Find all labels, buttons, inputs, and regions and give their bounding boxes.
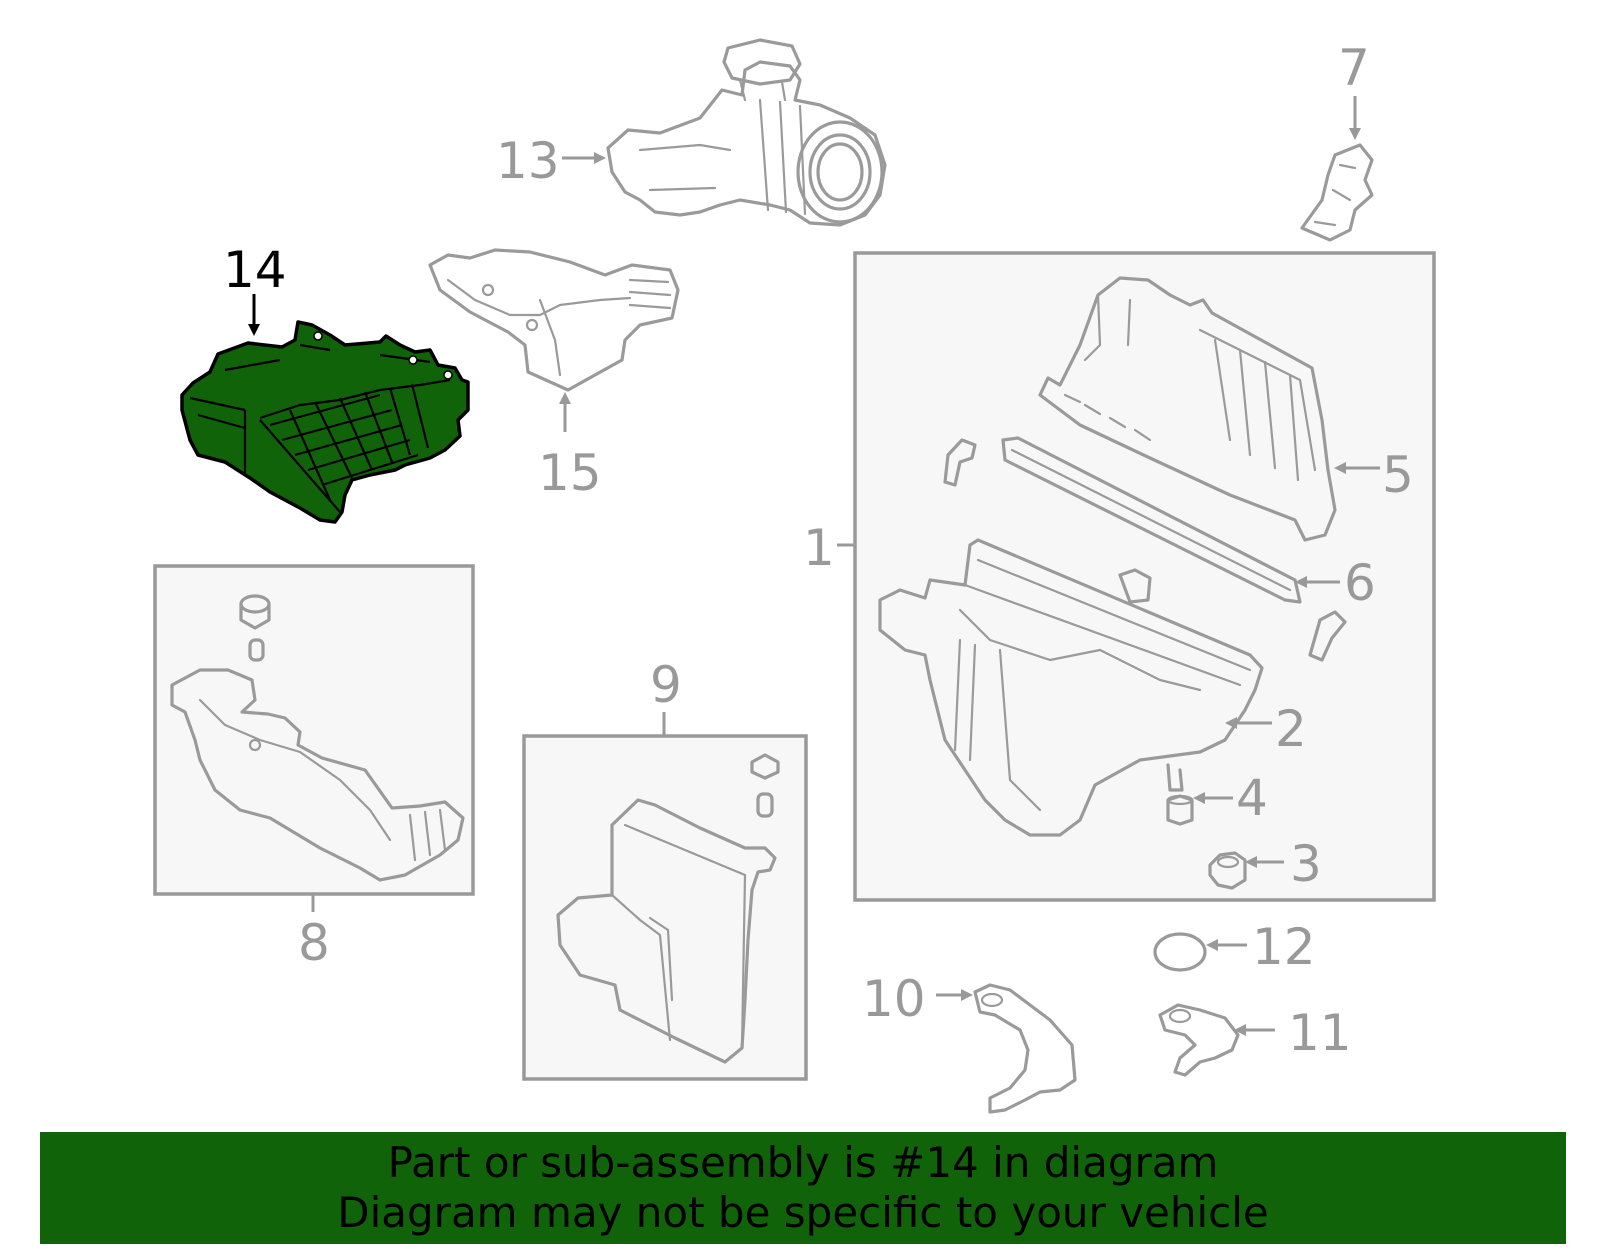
callout-13: 13: [496, 132, 560, 190]
callout-1: 1: [803, 519, 835, 577]
part-14-resonator-highlighted[interactable]: [180, 320, 470, 524]
part-13-intake-duct[interactable]: [606, 38, 887, 227]
leader-lines: [248, 96, 1380, 1036]
info-banner: Part or sub-assembly is #14 in diagram D…: [40, 1132, 1566, 1244]
callout-15: 15: [538, 444, 602, 502]
callout-6: 6: [1344, 554, 1376, 612]
callout-12: 12: [1252, 918, 1316, 976]
part-7-sensor[interactable]: [1300, 143, 1374, 242]
part-5-air-cleaner-cap[interactable]: [1038, 276, 1337, 542]
clip-upper[interactable]: [943, 438, 977, 487]
callout-8: 8: [298, 914, 330, 972]
callout-10: 10: [862, 970, 926, 1028]
part-4-grommet[interactable]: [1166, 794, 1194, 826]
part-6-filter-element[interactable]: [1001, 436, 1302, 604]
callout-5: 5: [1382, 446, 1414, 504]
callout-3: 3: [1290, 835, 1322, 893]
callout-7: 7: [1338, 39, 1370, 97]
callout-4: 4: [1236, 769, 1268, 827]
callout-2: 2: [1275, 700, 1307, 758]
part-11-bracket[interactable]: [1158, 1003, 1240, 1077]
part-9-cover[interactable]: [556, 753, 780, 1064]
callout-9: 9: [650, 656, 682, 714]
part-2-lower-case[interactable]: [878, 538, 1264, 837]
banner-line-disclaimer: Diagram may not be specific to your vehi…: [337, 1188, 1269, 1237]
callout-11: 11: [1288, 1004, 1352, 1062]
assembly-box-8: [153, 564, 475, 896]
clip-lower[interactable]: [1308, 610, 1347, 662]
banner-line-part: Part or sub-assembly is #14 in diagram: [387, 1138, 1219, 1187]
part-15-inlet-duct[interactable]: [428, 248, 680, 392]
part-3-cushion[interactable]: [1208, 851, 1247, 890]
part-12-o-ring[interactable]: [1153, 932, 1207, 972]
callout-14: 14: [223, 241, 287, 299]
part-10-bracket[interactable]: [973, 983, 1077, 1114]
part-8-duct[interactable]: [170, 594, 465, 882]
